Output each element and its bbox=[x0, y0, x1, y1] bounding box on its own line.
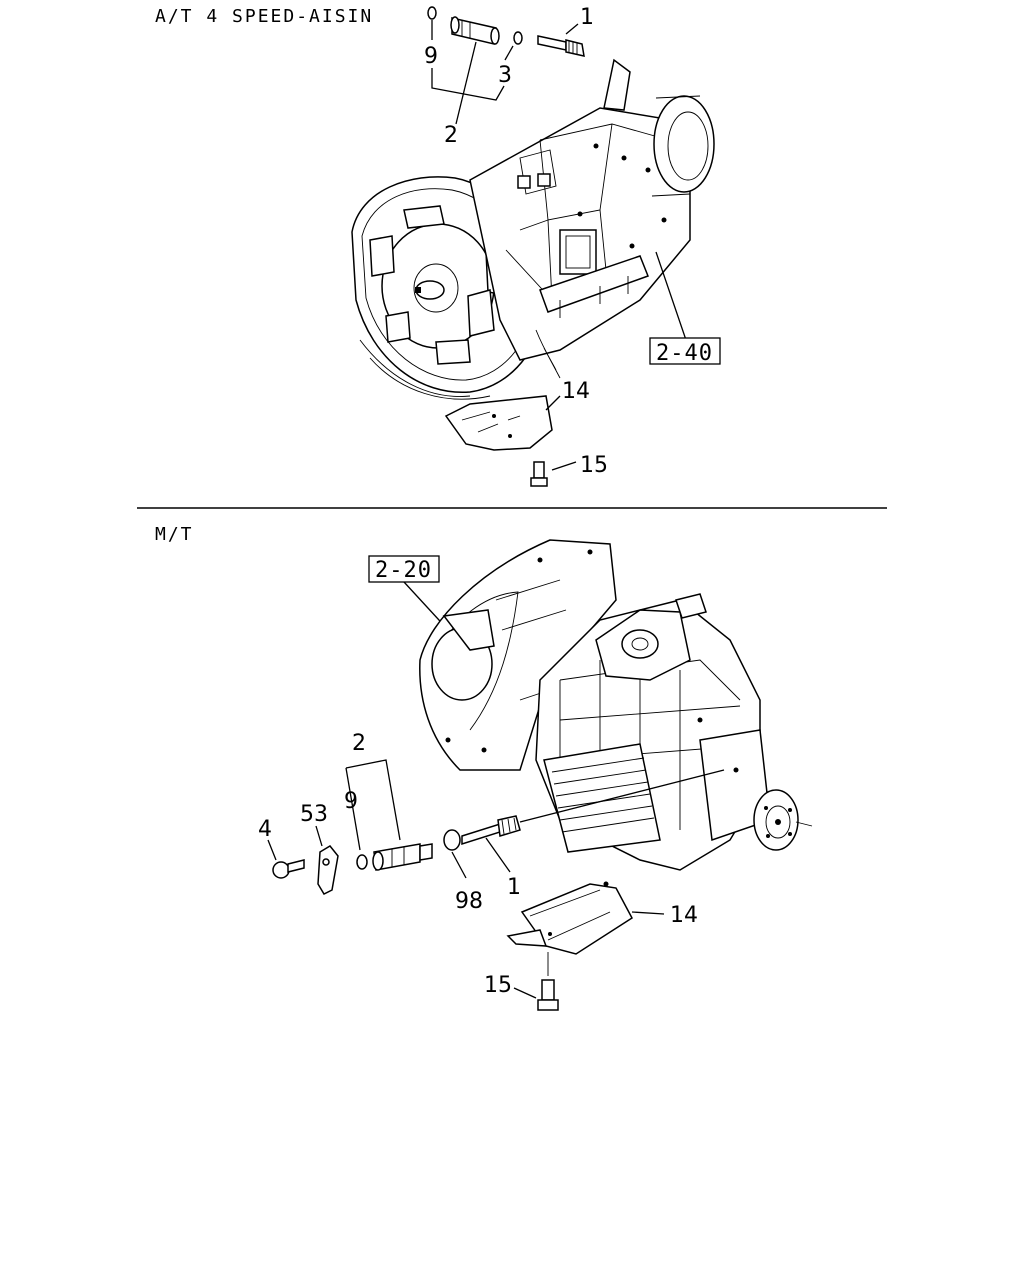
o-ring-9 bbox=[427, 6, 437, 20]
at-section-header: A/T 4 SPEED-AISIN bbox=[155, 6, 373, 27]
mt-ref-label: 2-20 bbox=[375, 558, 432, 583]
at-callout-1: 1 bbox=[580, 5, 594, 30]
o-ring-98 bbox=[443, 829, 461, 851]
manual-transmission bbox=[419, 539, 813, 871]
mt-cover-plate-14 bbox=[506, 881, 665, 976]
at-bolt-15 bbox=[530, 461, 577, 487]
at-callout-3: 3 bbox=[498, 63, 512, 88]
mt-callout-53: 53 bbox=[300, 802, 328, 827]
at-callout-9: 9 bbox=[424, 44, 438, 69]
o-ring-9 bbox=[356, 854, 368, 870]
sleeve-2 bbox=[450, 16, 500, 45]
at-ref-label: 2-40 bbox=[656, 341, 713, 366]
mt-callout-4: 4 bbox=[258, 817, 272, 842]
mt-callout-14: 14 bbox=[670, 903, 698, 928]
at-callout-14: 14 bbox=[562, 379, 590, 404]
sleeve-2 bbox=[372, 843, 433, 871]
at-callout-2: 2 bbox=[444, 123, 458, 148]
driven-gear-1 bbox=[537, 35, 585, 57]
bolt-4 bbox=[272, 859, 305, 879]
at-ref-leader bbox=[655, 251, 687, 341]
mt-section-header: M/T bbox=[155, 524, 194, 545]
mt-speedometer-parts bbox=[267, 759, 725, 895]
at-speedometer-parts bbox=[427, 6, 585, 125]
mt-callout-98: 98 bbox=[455, 889, 483, 914]
mt-callout-9: 9 bbox=[344, 789, 358, 814]
mt-callout-2: 2 bbox=[352, 731, 366, 756]
mt-ref-box bbox=[368, 555, 440, 583]
at-cover-plate-14 bbox=[444, 395, 561, 451]
at-callout-15: 15 bbox=[580, 453, 608, 478]
mt-bolt-15 bbox=[513, 979, 559, 1011]
o-ring-3 bbox=[513, 31, 523, 45]
driven-gear-1 bbox=[461, 769, 725, 846]
automatic-transmission bbox=[351, 58, 715, 400]
at-ref-box bbox=[649, 337, 721, 365]
mt-callout-1: 1 bbox=[507, 875, 521, 900]
mt-callout-15: 15 bbox=[484, 973, 512, 998]
lock-plate-53 bbox=[317, 845, 339, 895]
